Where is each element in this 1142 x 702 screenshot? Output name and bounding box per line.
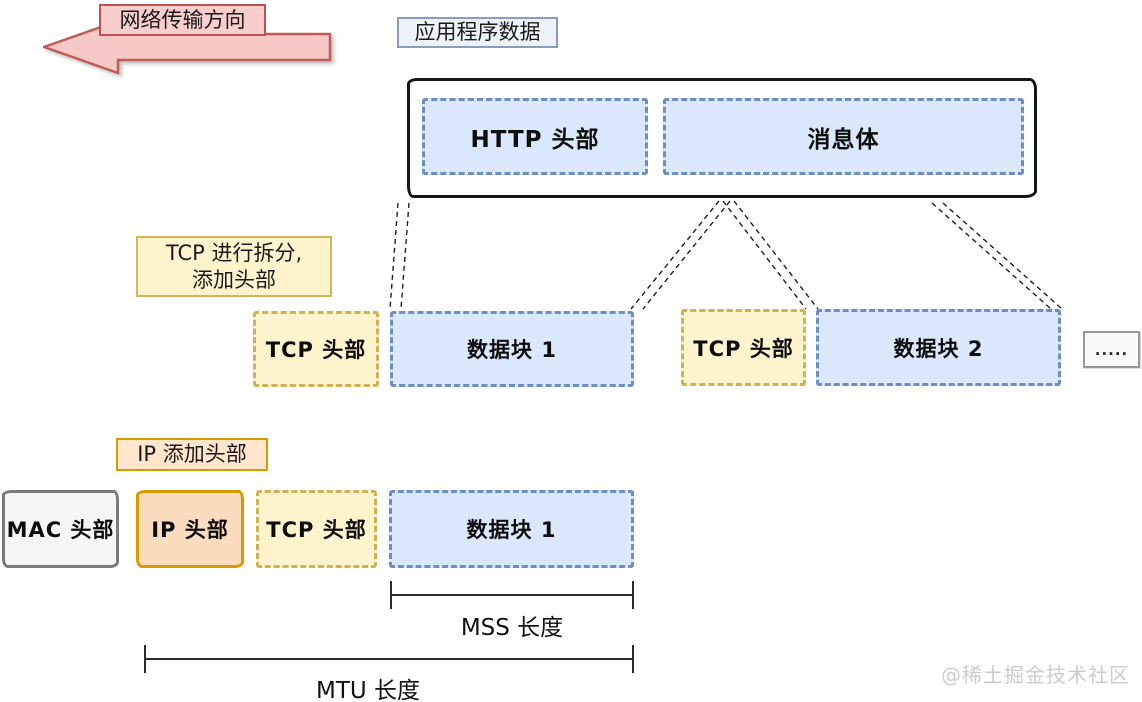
segment2-tcp-header-text: TCP 头部 (693, 336, 794, 361)
message-body-text: 消息体 (807, 126, 880, 153)
mss-measure-line (390, 581, 634, 609)
ip-header-box: IP 头部 (136, 490, 244, 568)
frame-data-box: 数据块 1 (389, 490, 634, 568)
mss-length-text: MSS 长度 (460, 615, 564, 641)
segment1-tcp-header-box: TCP 头部 (253, 311, 379, 387)
http-header-text: HTTP 头部 (470, 126, 600, 153)
message-body-box: 消息体 (663, 98, 1024, 175)
ip-header-text: IP 头部 (151, 518, 229, 542)
segment2-data-box: 数据块 2 (816, 309, 1061, 386)
segment1-data-box: 数据块 1 (390, 311, 634, 387)
connector-lines (389, 200, 1063, 310)
mss-length-label: MSS 长度 (402, 610, 622, 641)
direction-label: 网络传输方向 (99, 4, 266, 36)
tcp-split-label-line2: 添加头部 (192, 267, 276, 292)
watermark: @稀土掘金技术社区 (930, 659, 1130, 687)
segment1-data-text: 数据块 1 (467, 338, 557, 362)
frame-tcp-header-box: TCP 头部 (256, 490, 377, 568)
mtu-length-text: MTU 长度 (315, 677, 421, 702)
more-segments-ellipsis: ..... (1083, 331, 1140, 368)
ip-add-label-text: IP 添加头部 (137, 442, 247, 467)
frame-tcp-header-text: TCP 头部 (266, 518, 367, 542)
http-header-box: HTTP 头部 (422, 98, 648, 175)
tcp-split-label: TCP 进行拆分, 添加头部 (136, 236, 332, 297)
watermark-text: @稀土掘金技术社区 (941, 663, 1130, 687)
segment2-tcp-header-box: TCP 头部 (681, 309, 806, 386)
mac-header-text: MAC 头部 (6, 518, 115, 542)
mac-header-box: MAC 头部 (2, 490, 119, 568)
frame-data-text: 数据块 1 (466, 518, 557, 542)
ip-add-label: IP 添加头部 (116, 438, 268, 471)
app-data-label-text: 应用程序数据 (414, 20, 541, 45)
ellipsis-text: ..... (1094, 340, 1129, 359)
segment1-tcp-header-text: TCP 头部 (265, 338, 367, 362)
mtu-length-label: MTU 长度 (258, 673, 478, 702)
app-data-label: 应用程序数据 (397, 17, 558, 48)
tcp-split-label-line1: TCP 进行拆分, (165, 241, 303, 266)
segment2-data-text: 数据块 2 (893, 336, 984, 361)
mtu-measure-line (144, 645, 634, 673)
direction-label-text: 网络传输方向 (119, 7, 246, 32)
